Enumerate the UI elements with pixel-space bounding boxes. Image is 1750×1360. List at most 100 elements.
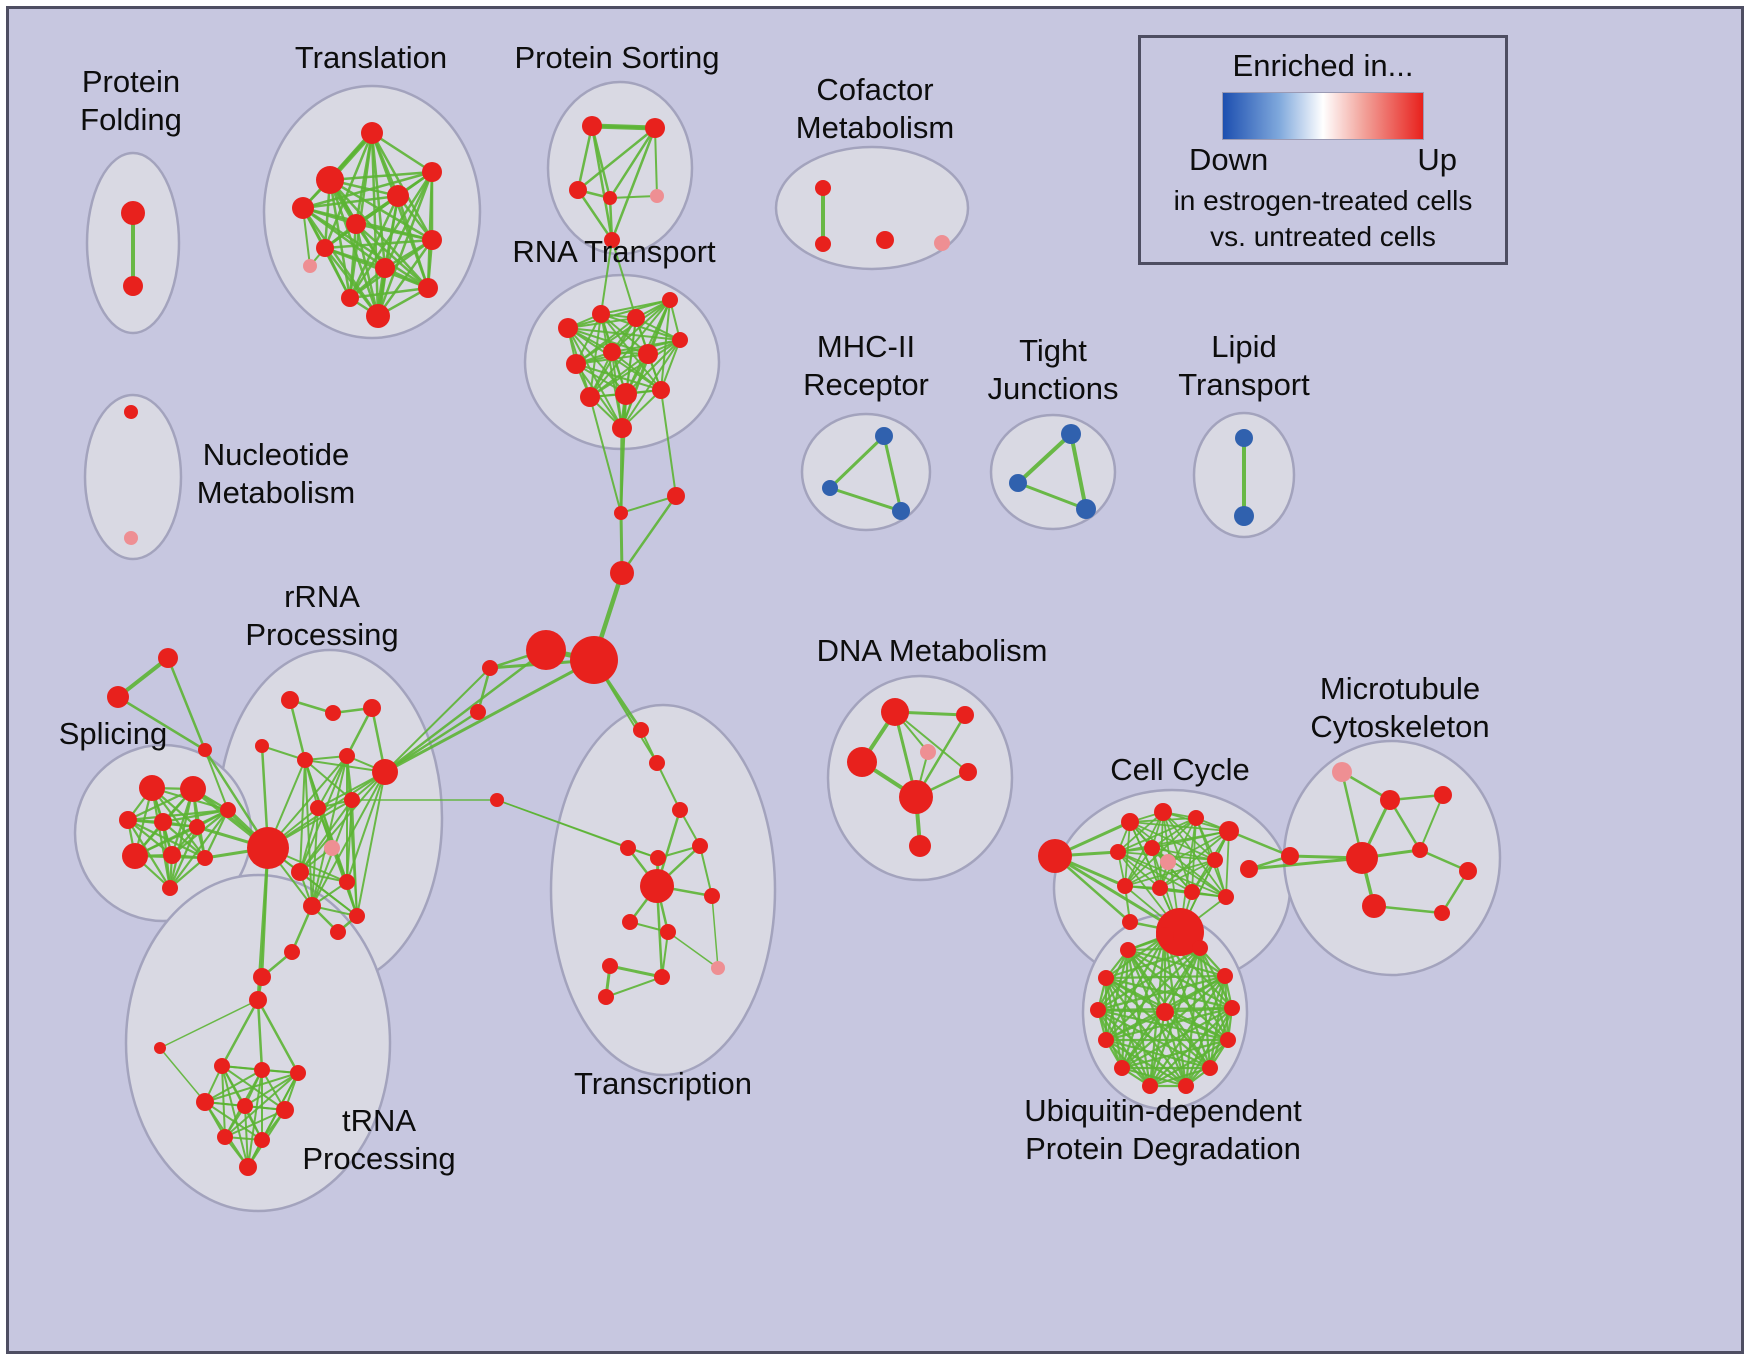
network-node-rt1: [558, 318, 578, 338]
network-node-spa: [158, 648, 178, 668]
network-node-sp3: [119, 811, 137, 829]
network-edge: [620, 495, 677, 514]
network-edge: [608, 964, 664, 979]
network-edge: [1104, 1010, 1167, 1042]
network-node-ps1: [582, 116, 602, 136]
network-edge: [159, 999, 259, 1049]
network-node-tr13: [598, 989, 614, 1005]
network-node-tl10: [375, 258, 395, 278]
cluster-label-ubiquitin-degradation: Protein Degradation: [1025, 1131, 1301, 1166]
network-edge: [168, 808, 230, 890]
network-node-ub10: [1114, 1060, 1130, 1076]
network-node-ub3: [1192, 940, 1208, 956]
network-node-rr10: [324, 840, 340, 856]
network-node-cc5: [1110, 844, 1126, 860]
cluster-label-dna-metabolism: DNA Metabolism: [817, 633, 1048, 668]
network-node-rt2: [592, 305, 610, 323]
network-edge: [220, 998, 260, 1068]
network-node-rt8: [672, 332, 688, 348]
cluster-ellipse-protein-sorting: [546, 80, 694, 256]
network-edge: [1419, 794, 1444, 851]
network-edge: [1148, 1038, 1230, 1088]
network-node-hub1: [526, 630, 566, 670]
network-node-cc7: [1160, 854, 1176, 870]
network-node-sp1: [139, 775, 165, 801]
network-edge: [894, 711, 969, 773]
network-node-rr13: [303, 897, 321, 915]
network-node-ub11: [1202, 1060, 1218, 1076]
network-node-cf2: [815, 236, 831, 252]
network-edge: [589, 339, 681, 398]
network-node-cc3: [1188, 810, 1204, 826]
legend-up-label: Up: [1417, 142, 1457, 177]
network-edge: [1163, 1010, 1212, 1070]
cluster-label-mhc-ii-receptor: MHC-II: [817, 329, 915, 364]
network-node-tr2: [649, 755, 665, 771]
network-node-dm3: [847, 747, 877, 777]
network-node-tr10: [602, 958, 618, 974]
legend: Enriched in... Down Up in estrogen-treat…: [1138, 35, 1508, 265]
network-node-tl1: [316, 166, 344, 194]
network-edge: [354, 222, 430, 290]
network-node-mt3: [1434, 786, 1452, 804]
network-node-sp2: [180, 776, 206, 802]
network-node-rr4: [255, 739, 269, 753]
network-edge: [1104, 1038, 1212, 1070]
network-edge: [575, 299, 671, 365]
network-node-ub14: [1156, 1003, 1174, 1021]
network-edge: [166, 656, 207, 752]
network-node-ub9: [1220, 1032, 1236, 1048]
network-edge: [346, 771, 386, 883]
network-node-dm2: [956, 706, 974, 724]
network-edge: [611, 351, 662, 391]
network-node-tr8: [622, 914, 638, 930]
network-node-spc: [198, 743, 212, 757]
network-edge: [1104, 976, 1234, 1010]
network-edge: [311, 807, 319, 907]
network-node-rt12: [612, 418, 632, 438]
network-node-cc11: [1152, 880, 1168, 896]
cluster-ellipse-tight-junctions: [989, 413, 1117, 531]
network-edge: [150, 786, 172, 890]
network-node-spb: [107, 686, 129, 708]
network-edge: [620, 393, 627, 514]
network-edge: [301, 170, 434, 210]
network-node-tn6: [196, 1093, 214, 1111]
cluster-label-protein-folding: Protein: [82, 64, 180, 99]
network-edge: [1096, 974, 1227, 1012]
network-edge: [204, 749, 229, 811]
network-node-rr14: [349, 908, 365, 924]
network-node-rr8: [310, 800, 326, 816]
network-node-tr7: [704, 888, 720, 904]
network-edge: [345, 706, 374, 758]
network-node-ps3: [569, 181, 587, 199]
network-edge: [267, 771, 386, 849]
network-edge: [1163, 1010, 1188, 1088]
network-node-cf1: [815, 180, 831, 196]
network-edge: [1120, 1010, 1167, 1070]
network-edge: [370, 131, 434, 174]
network-node-cc0: [1038, 839, 1072, 873]
network-edge: [356, 771, 386, 917]
network-edge: [247, 1069, 263, 1168]
legend-caption-line1: in estrogen-treated cells: [1173, 185, 1473, 216]
network-edge: [621, 339, 681, 429]
network-edge: [1163, 1010, 1230, 1042]
network-edge: [1151, 847, 1193, 893]
network-edge: [323, 246, 352, 300]
network-edge: [159, 1047, 206, 1103]
cluster-ellipse-dna-metabolism: [826, 674, 1014, 882]
network-edge: [221, 1065, 249, 1168]
network-node-ub4: [1098, 970, 1114, 986]
cluster-label-ubiquitin-degradation: Ubiquitin-dependent: [1024, 1093, 1302, 1128]
network-node-rr17: [253, 968, 271, 986]
network-edge: [1129, 821, 1227, 898]
network-node-tn7: [237, 1098, 253, 1114]
network-edge: [299, 759, 306, 873]
network-node-lp2: [1234, 506, 1254, 526]
network-node-tl6: [346, 214, 366, 234]
network-node-ps5: [650, 189, 664, 203]
network-edge: [611, 239, 637, 319]
